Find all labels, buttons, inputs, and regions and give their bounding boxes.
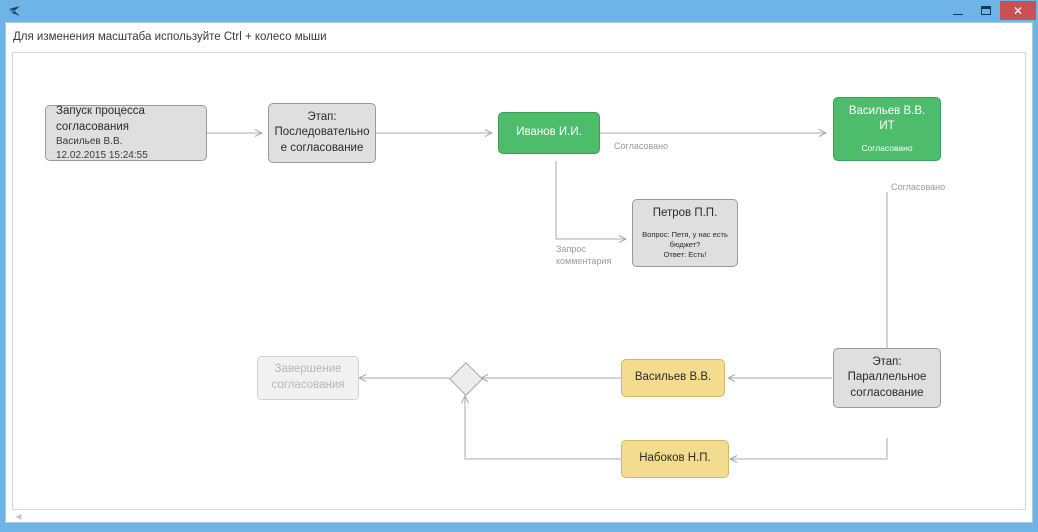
client-area: Для изменения масштаба используйте Ctrl … [5,22,1033,523]
node-start[interactable]: Запуск процесса согласования Васильев В.… [45,105,207,161]
node-ivanov-title: Иванов И.И. [516,126,582,139]
node-start-author: Васильев В.В. [56,136,123,148]
window-controls: ✕ [944,1,1036,21]
node-ivanov[interactable]: Иванов И.И. [498,112,600,154]
canvas-status-bar[interactable]: ◀ [12,511,1026,522]
node-finish-line1: Завершение [274,363,342,376]
scroll-left-icon[interactable]: ◀ [15,512,22,521]
zoom-hint-text: Для изменения масштаба используйте Ctrl … [13,31,327,43]
connector-wires [207,53,1026,510]
minimize-icon [953,13,963,15]
edge-label-vasilyev-to-parallel: Согласовано [891,182,946,192]
node-petrov[interactable]: Петров П.П. Вопрос: Петя, у нас есть бюд… [632,199,738,267]
node-vasilyev-it[interactable]: Васильев В.В. ИТ Согласовано [833,97,941,161]
node-nabokov-title: Набоков Н.П. [639,452,711,465]
node-stage-parallel-line1: Этап: [872,355,902,368]
node-stage-sequential-line2: Последовательно [274,126,370,139]
node-stage-parallel-line3: согласование [850,386,924,399]
title-bar[interactable]: ✕ [0,0,1038,22]
close-button[interactable]: ✕ [1000,1,1036,20]
node-finish[interactable]: Завершение согласования [257,356,359,400]
process-flowchart: Запуск процесса согласования Васильев В.… [13,53,1026,510]
maximize-icon [981,6,991,15]
node-vasilyev-it-status: Согласовано [861,142,913,153]
node-petrov-title: Петров П.П. [652,207,718,220]
node-petrov-answer: Ответ: Есть! [663,249,707,259]
node-nabokov[interactable]: Набоков Н.П. [621,440,729,478]
close-icon: ✕ [1012,3,1024,18]
minimize-button[interactable] [944,1,972,20]
node-vasilyev-parallel[interactable]: Васильев В.В. [621,359,725,397]
node-start-title: Запуск процесса согласования [56,104,145,133]
node-finish-line2: согласования [271,379,345,391]
edge-label-ivanov-to-vasilyev: Согласовано [614,141,669,151]
diagram-canvas[interactable]: Запуск процесса согласования Васильев В.… [12,52,1026,510]
node-vasilyev-it-dept: ИТ [879,120,895,133]
edge-label-ivanov-to-petrov: Запрос комментария [556,244,612,266]
node-stage-sequential[interactable]: Этап: Последовательно е согласование [268,103,376,163]
maximize-button[interactable] [972,1,1000,20]
node-stage-sequential-line3: е согласование [280,141,364,154]
node-vasilyev-it-title: Васильев В.В. [848,104,926,117]
node-stage-parallel-line2: Параллельное [847,371,927,384]
node-stage-sequential-line1: Этап: [307,110,337,123]
app-arrow-icon [8,4,22,18]
node-stage-parallel[interactable]: Этап: Параллельное согласование [833,348,941,408]
node-vasilyev-parallel-title: Васильев В.В. [634,371,712,384]
node-petrov-question: Вопрос: Петя, у нас есть бюджет? [642,229,728,249]
node-start-timestamp: 12.02.2015 15:24:55 [56,149,148,161]
